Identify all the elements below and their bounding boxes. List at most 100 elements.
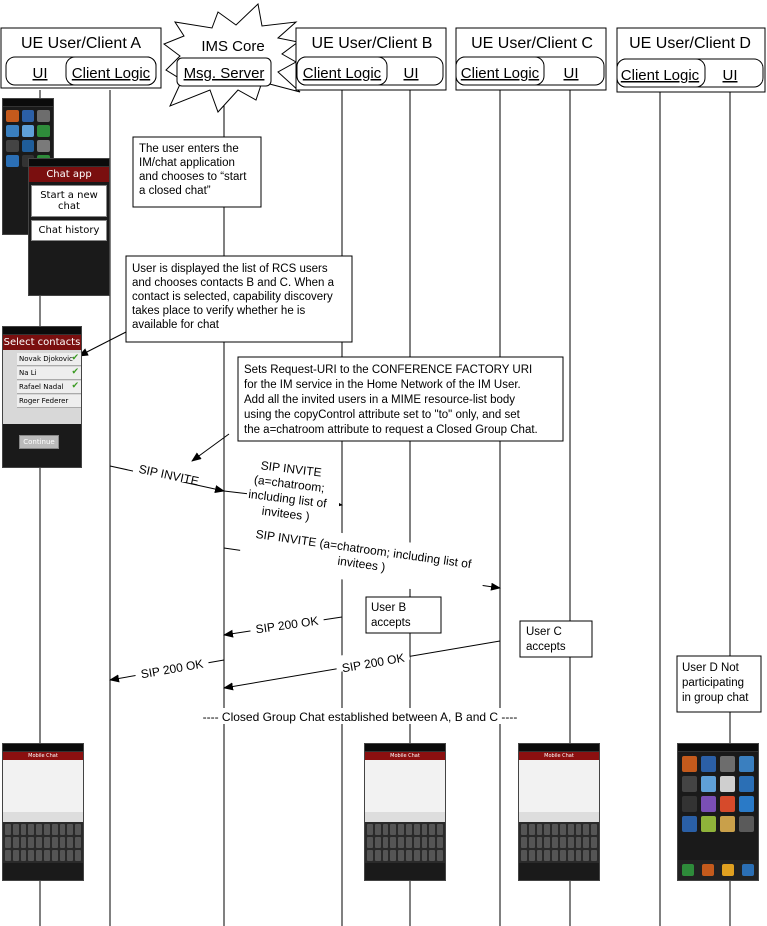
note-request-uri-line: using the copyControl attribute set to "…	[244, 409, 521, 421]
note-select-contacts-line: and chooses contacts B and C. When a	[132, 277, 335, 289]
contact-name: Rafael Nadal	[19, 383, 64, 391]
svg-text:Sets Request-URI to the CONFER: Sets Request-URI to the CONFERENCE FACTO…	[244, 364, 538, 436]
lane-ue-c-ui-label: UI	[564, 65, 579, 82]
app-icon	[682, 796, 697, 812]
svg-text:User C accepts: User C accepts	[526, 626, 566, 653]
app-icon	[6, 125, 19, 137]
chat-body	[3, 760, 83, 812]
lifelines	[39, 90, 731, 926]
note-user-d-line: User D Not	[682, 662, 740, 674]
contact-row[interactable]: Roger Federer	[17, 395, 81, 408]
app-icon	[21, 140, 35, 152]
app-icon	[701, 756, 716, 772]
established-label: ---- Closed Group Chat established betwe…	[203, 710, 518, 724]
mobile-chat-title: Mobile Chat	[519, 752, 599, 760]
contact-row[interactable]: Na Li ✔	[17, 367, 81, 380]
note-select-contacts-line: takes place to verify whether he is	[132, 305, 305, 317]
lane-ue-a-logic-box	[65, 56, 157, 86]
keyboard	[365, 822, 445, 863]
note-user-d-not: User D Not participating in group chat	[676, 655, 762, 713]
app-icon	[720, 796, 735, 812]
note-select-contacts-line: contact is selected, capability discover…	[132, 291, 333, 303]
app-icon	[701, 776, 716, 792]
app-icon	[37, 125, 50, 137]
app-icon	[6, 140, 19, 152]
phone-a-mobile-chat: Mobile Chat	[2, 743, 84, 881]
app-icon	[6, 155, 19, 167]
note-user-c-accepts: User C accepts	[519, 620, 593, 658]
continue-button[interactable]: Continue	[19, 435, 59, 449]
note-user-c-line: User C	[526, 626, 562, 638]
note-request-uri-line: the a=chatroom attribute to request a Cl…	[244, 424, 538, 436]
note-start-chat-line: IM/chat application	[139, 157, 235, 169]
msg-invite-c-line: invitees )	[337, 554, 387, 575]
lane-ue-b-logic-box	[296, 56, 388, 86]
phone-icon[interactable]	[682, 864, 694, 876]
contact-name: Roger Federer	[19, 397, 69, 405]
contact-row[interactable]: Novak Djokovic ✔	[17, 353, 81, 366]
app-icon	[720, 816, 735, 832]
app-icon	[739, 756, 754, 772]
home-icon[interactable]	[742, 864, 754, 876]
msg-ok-a: SIP 200 OK	[109, 651, 225, 683]
phone-a-select-contacts: Select contacts Novak Djokovic ✔ Na Li ✔…	[2, 326, 82, 468]
status-bar	[678, 744, 758, 752]
message-input[interactable]	[519, 812, 599, 822]
contact-list: Novak Djokovic ✔ Na Li ✔ Rafael Nadal ✔ …	[3, 350, 81, 424]
dock	[678, 860, 758, 880]
app-icon	[720, 756, 735, 772]
note-user-d-line: in group chat	[682, 692, 749, 704]
app-icon	[21, 125, 35, 137]
status-bar	[519, 744, 599, 752]
app-icon	[720, 776, 735, 792]
chat-body	[519, 760, 599, 812]
app-icon	[701, 816, 716, 832]
msg-invite-a-label: SIP INVITE	[137, 462, 200, 488]
msg-invite-b: SIP INVITE (a=chatroom; including list o…	[223, 458, 343, 528]
lane-ue-d-title: UE User/Client D	[629, 35, 751, 52]
lane-ue-b-logic-label: Client Logic	[303, 65, 382, 82]
msg-ok-b: SIP 200 OK	[223, 606, 343, 638]
svg-text:User B accepts: User B accepts	[371, 602, 411, 629]
contact-row[interactable]: Rafael Nadal ✔	[17, 381, 81, 394]
start-new-chat-button[interactable]: Start a new chat	[31, 185, 107, 217]
note-user-b-accepts: User B accepts	[365, 596, 442, 634]
app-icon	[682, 776, 697, 792]
note-select-contacts-line: User is displayed the list of RCS users	[132, 263, 328, 275]
lane-ue-a-title: UE User/Client A	[21, 35, 141, 52]
note-select-contacts-line: available for chat	[132, 319, 220, 331]
check-icon: ✔	[71, 381, 79, 391]
messaging-icon[interactable]	[722, 864, 734, 876]
message-input[interactable]	[3, 812, 83, 822]
keyboard	[3, 822, 83, 863]
app-icon	[37, 140, 50, 152]
message-input[interactable]	[365, 812, 445, 822]
note-user-b-line: accepts	[371, 617, 411, 629]
select-contacts-title: Select contacts	[3, 335, 81, 350]
phone-b-mobile-chat: Mobile Chat	[364, 743, 446, 881]
check-icon: ✔	[71, 353, 79, 363]
note-user-d-line: participating	[682, 677, 744, 689]
chat-history-button[interactable]: Chat history	[31, 220, 107, 241]
svg-text:User is displayed the list of: User is displayed the list of RCS users …	[132, 263, 337, 331]
app-icon-grid	[678, 752, 758, 836]
app-icon	[21, 110, 35, 122]
mobile-chat-title: Mobile Chat	[365, 752, 445, 760]
app-icon	[701, 796, 716, 812]
mobile-chat-title: Mobile Chat	[3, 752, 83, 760]
note-request-uri: Sets Request-URI to the CONFERENCE FACTO…	[237, 356, 564, 442]
keyboard	[519, 822, 599, 863]
check-icon: ✔	[71, 367, 79, 377]
note-start-chat-line: and chooses to “start	[139, 171, 247, 183]
lane-ims-core: IMS Core Msg. Server	[162, 2, 301, 113]
chat-app-title: Chat app	[29, 167, 109, 182]
lane-ue-c: UE User/Client C Client Logic UI	[455, 27, 607, 91]
app-icon	[739, 776, 754, 792]
app-icon	[37, 110, 50, 122]
contacts-icon[interactable]	[702, 864, 714, 876]
note-request-uri-arrow	[191, 433, 230, 462]
phone-a-chat-app: Chat app Start a new chat Chat history	[28, 158, 110, 296]
lane-ue-d-ui-label: UI	[723, 67, 738, 84]
note-select-contacts-arrow	[78, 331, 127, 357]
